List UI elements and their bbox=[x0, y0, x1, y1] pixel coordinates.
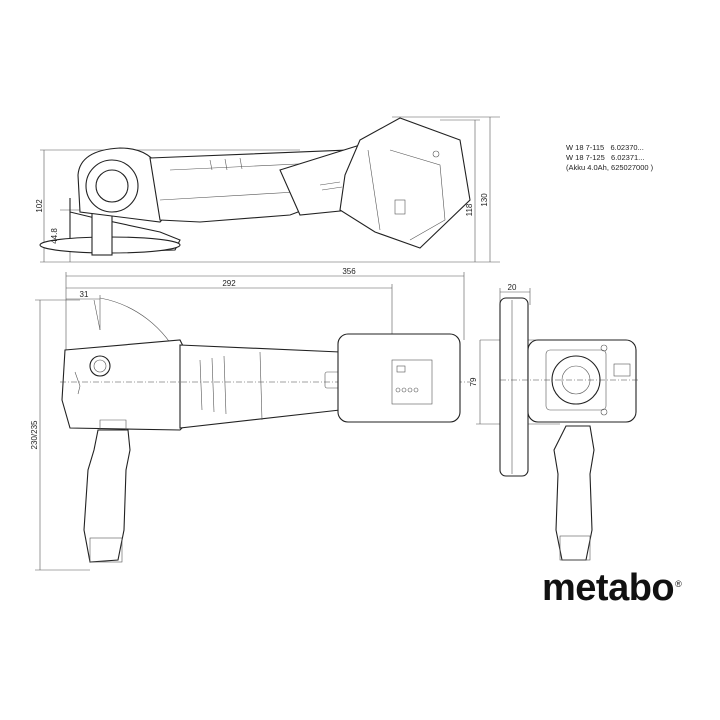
logo-text: metabo bbox=[542, 567, 675, 609]
registered-mark: ® bbox=[675, 579, 682, 589]
battery-note: (Akku 4.0Ah, 625027000 ) bbox=[566, 163, 654, 172]
model-name: W 18 7-125 bbox=[566, 153, 605, 162]
dim-118-label: 118 bbox=[465, 203, 474, 216]
model-code: 6.02370... bbox=[610, 143, 644, 152]
dim-102-label: 102 bbox=[35, 199, 44, 213]
plan-view bbox=[35, 272, 470, 571]
model-code: 6.02371... bbox=[611, 153, 645, 162]
model-info-block: W 18 7-115 6.02370... W 18 7-125 6.02371… bbox=[566, 143, 653, 173]
model-info-row: W 18 7-125 6.02371... bbox=[566, 153, 653, 163]
model-name: W 18 7-115 bbox=[566, 143, 605, 152]
dim-79-label: 79 bbox=[469, 377, 478, 386]
dim-356-label: 356 bbox=[342, 267, 356, 276]
dim-20-label: 20 bbox=[508, 283, 517, 292]
dim-130-label: 130 bbox=[480, 193, 489, 207]
dim-44-8-label: 44.8 bbox=[50, 228, 59, 244]
dim-230-235-label: 230/235 bbox=[30, 420, 39, 449]
metabo-logo: metabo® bbox=[542, 567, 682, 609]
model-info-row: (Akku 4.0Ah, 625027000 ) bbox=[566, 163, 653, 173]
side-elevation-view bbox=[39, 116, 500, 263]
dim-31-label: 31 bbox=[80, 290, 89, 299]
end-view bbox=[476, 288, 640, 561]
model-info-row: W 18 7-115 6.02370... bbox=[566, 143, 653, 153]
dim-292-label: 292 bbox=[222, 279, 236, 288]
